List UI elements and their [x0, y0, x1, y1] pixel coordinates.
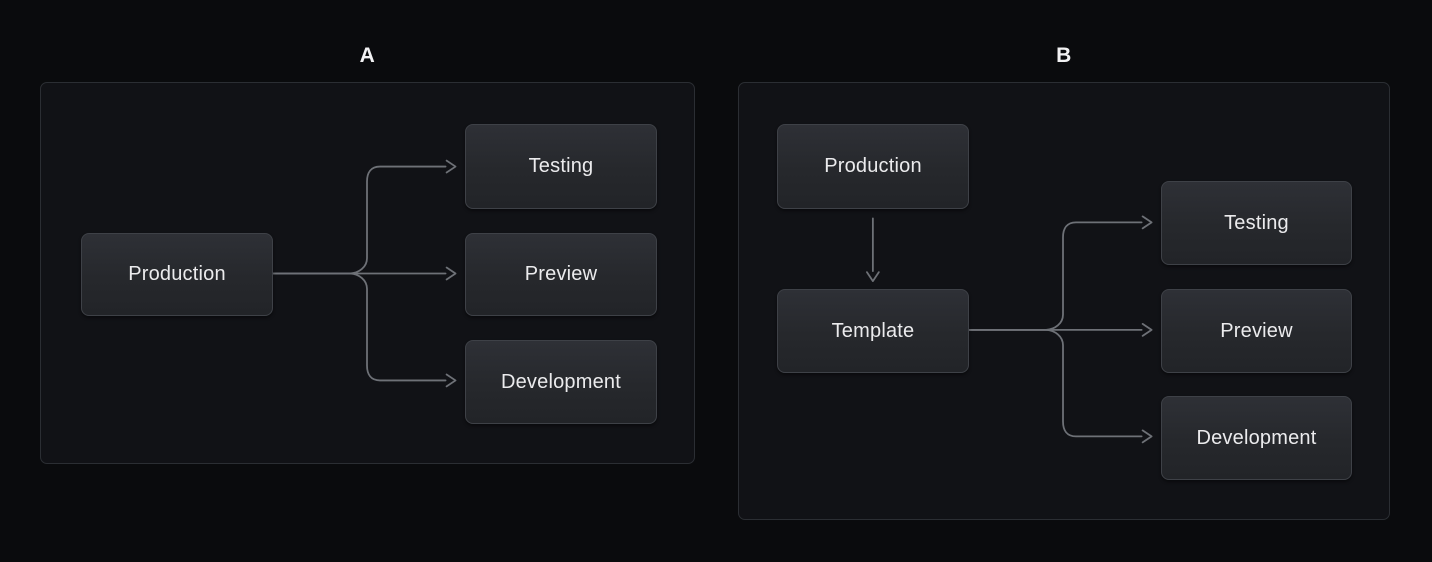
node-preview: Preview — [465, 233, 657, 316]
edge-template-testing — [967, 221, 1143, 331]
panel-a-frame: Production Testing Preview Development — [40, 82, 695, 464]
node-testing: Testing — [1161, 181, 1352, 265]
panel-a-label: A — [359, 44, 376, 67]
node-preview: Preview — [1161, 289, 1352, 373]
edge-template-development — [967, 328, 1143, 438]
node-label: Testing — [528, 155, 594, 177]
node-label: Template — [831, 319, 915, 342]
node-label: Development — [500, 370, 622, 393]
arrowhead-preview-icon — [445, 266, 457, 281]
node-label: Preview — [1220, 319, 1293, 342]
arrowhead-development-icon — [1141, 429, 1153, 444]
node-production: Production — [777, 124, 969, 209]
arrowhead-preview-icon — [1141, 322, 1153, 337]
edge-production-development — [271, 272, 447, 382]
panel-b-frame: Production Template Testing Preview Deve… — [738, 82, 1390, 520]
panel-b-label: B — [1056, 44, 1072, 67]
node-label: Production — [824, 155, 922, 177]
node-label: Development — [1196, 426, 1317, 449]
node-development: Development — [1161, 396, 1352, 480]
node-development: Development — [465, 340, 657, 424]
node-production: Production — [81, 233, 273, 316]
edge-production-testing — [271, 165, 447, 275]
node-testing: Testing — [465, 124, 657, 209]
arrowhead-testing-icon — [445, 159, 457, 174]
node-label: Preview — [524, 263, 598, 285]
node-label: Production — [128, 263, 226, 285]
arrowhead-development-icon — [445, 373, 457, 388]
node-label: Testing — [1224, 211, 1289, 234]
arrowhead-template-icon — [866, 271, 880, 282]
arrowhead-testing-icon — [1141, 215, 1153, 230]
node-template: Template — [777, 289, 969, 373]
